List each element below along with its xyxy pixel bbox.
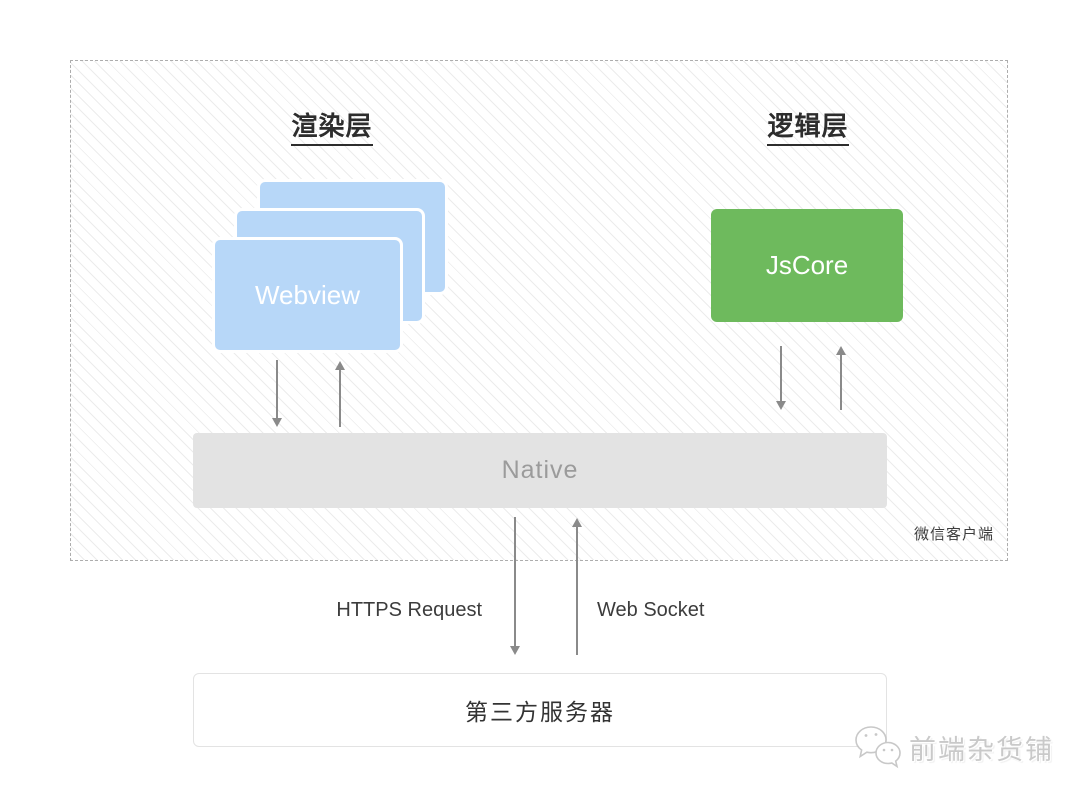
- jscore-label: JsCore: [765, 250, 849, 280]
- arrow-web-socket: [572, 518, 582, 655]
- logic-layer-title: 逻辑层: [698, 106, 918, 146]
- wechat-logo-icon: [855, 726, 901, 769]
- jscore-box: JsCore: [711, 209, 903, 322]
- third-party-server-box: 第三方服务器: [193, 673, 887, 747]
- watermark-text: 前端杂货铺: [909, 734, 1054, 765]
- arrow-native-to-webview: [335, 361, 345, 427]
- web-socket-label: Web Socket: [597, 599, 705, 621]
- arrow-webview-to-native: [272, 360, 282, 427]
- watermark: 前端杂货铺: [852, 723, 1054, 771]
- server-label: 第三方服务器: [465, 699, 615, 725]
- arrow-native-to-jscore: [836, 346, 846, 410]
- wechat-client-label: 微信客户端: [913, 526, 994, 543]
- arrow-jscore-to-native: [776, 346, 786, 410]
- native-bar: Native: [193, 433, 887, 508]
- https-request-label: HTTPS Request: [336, 599, 482, 621]
- webview-label: Webview: [254, 279, 360, 310]
- arrow-https-request: [510, 517, 520, 655]
- render-layer-title: 渲染层: [222, 106, 442, 146]
- native-label: Native: [501, 456, 579, 484]
- webview-card: Webview: [212, 237, 403, 353]
